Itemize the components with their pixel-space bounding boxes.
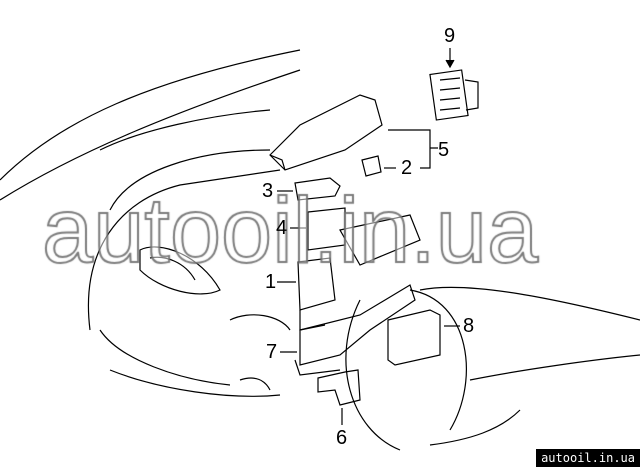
callout-3: 3: [262, 180, 274, 202]
callout-6: 6: [336, 427, 348, 449]
part-7-tray: [294, 284, 416, 376]
part-9-module: [429, 69, 479, 121]
part-1-junction-box: [297, 257, 336, 331]
callout-9: 9: [444, 25, 456, 47]
site-label: autooil.in.ua: [536, 449, 640, 467]
vehicle-outline: [0, 49, 640, 451]
part-2-fuse: [361, 155, 382, 177]
callout-4: 4: [276, 217, 288, 239]
part-8-ecu: [387, 309, 441, 366]
leader-lines: [277, 48, 460, 425]
part-4-relay-box: [307, 207, 421, 266]
callout-7: 7: [266, 341, 278, 363]
callout-1: 1: [265, 271, 277, 293]
part-3-bracket: [294, 177, 341, 201]
callout-8: 8: [463, 315, 475, 337]
callout-2: 2: [401, 157, 413, 179]
callout-5: 5: [438, 139, 450, 161]
